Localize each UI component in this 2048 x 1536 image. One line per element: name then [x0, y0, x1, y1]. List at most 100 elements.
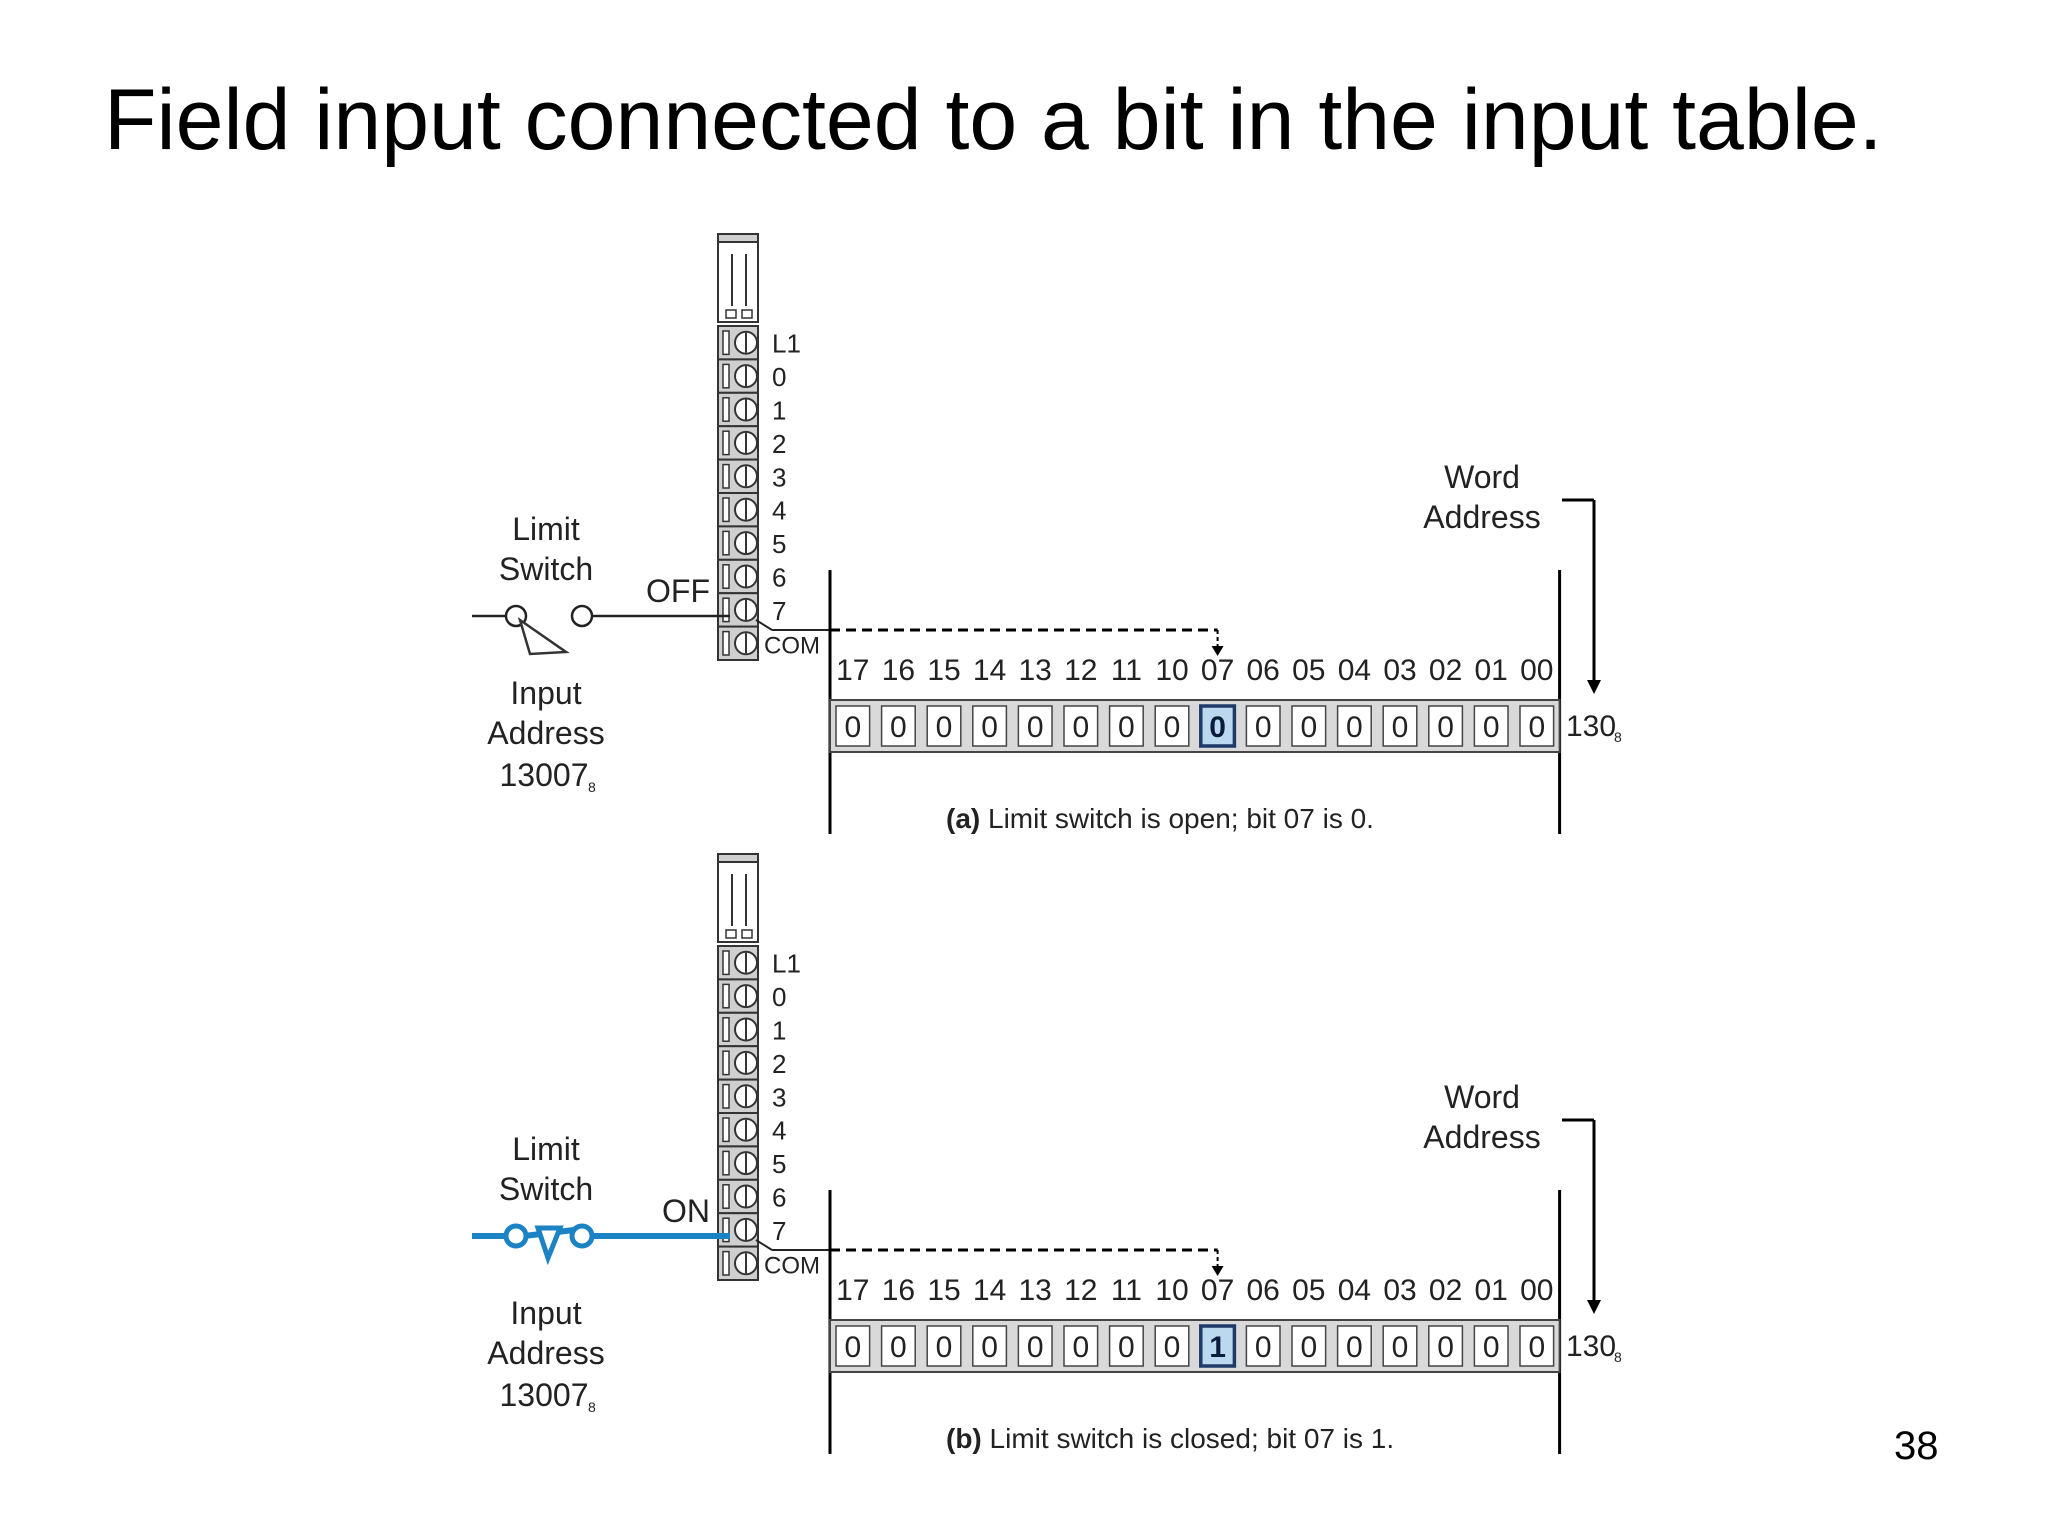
bit-number: 12 — [1064, 654, 1097, 687]
bit-cell — [1428, 1325, 1464, 1367]
bit-cell — [1291, 1325, 1327, 1367]
bit-number: 16 — [882, 654, 915, 687]
terminal-label-0: 0 — [772, 362, 786, 392]
bit-cell — [1336, 705, 1372, 747]
bit-connector-arrowhead — [1211, 1266, 1224, 1276]
terminal-link — [755, 619, 773, 631]
word-address-label: Word — [1444, 1079, 1520, 1115]
bit-number: 15 — [927, 654, 960, 687]
bit-cell — [880, 705, 916, 747]
terminal-label-4: 4 — [772, 496, 786, 526]
panel-a: L101234567COMOFFLimitSwitchInputAddress1… — [472, 233, 1622, 834]
bit-cell — [1108, 1325, 1144, 1367]
bit-value: 0 — [1346, 711, 1363, 744]
bit-cell — [835, 1325, 871, 1367]
bit-value: 0 — [1300, 1331, 1317, 1364]
bit-connector-arrowhead — [1211, 646, 1224, 656]
terminal-label-0: 0 — [772, 982, 786, 1012]
bit-number: 17 — [836, 654, 869, 687]
bit-value: 0 — [1392, 711, 1409, 744]
bit-value: 0 — [1164, 711, 1181, 744]
terminal-clamp — [722, 1017, 730, 1042]
panel-caption-prefix: (a) — [946, 803, 980, 834]
terminal-label-5: 5 — [772, 1149, 786, 1179]
bit-number: 04 — [1338, 654, 1371, 687]
bit-number: 15 — [927, 1274, 960, 1307]
page-number: 38 — [1894, 1424, 1939, 1468]
terminal-label-1: 1 — [772, 396, 786, 426]
terminal-clamp — [722, 363, 730, 389]
bit-number: 01 — [1475, 654, 1508, 687]
panel-b: L101234567COMONLimitSwitchInputAddress13… — [472, 853, 1622, 1454]
bit-cell — [1245, 1325, 1281, 1367]
terminal-label-6: 6 — [772, 563, 786, 593]
terminal-strip-notch — [725, 929, 737, 939]
terminal-strip-cap — [717, 233, 759, 243]
panel-caption-text: Limit switch is open; bit 07 is 0. — [980, 803, 1374, 834]
switch-contact-left — [503, 1223, 529, 1249]
bit-number: 02 — [1429, 1274, 1462, 1307]
terminal-strip-cap — [717, 853, 759, 863]
bit-cell — [1291, 705, 1327, 747]
bit-cell — [1382, 705, 1418, 747]
bit-cell — [926, 705, 962, 747]
limit-switch-label: Switch — [499, 1171, 593, 1207]
bit-number: 13 — [1019, 654, 1052, 687]
limit-switch-label: Switch — [499, 551, 593, 587]
word-address-label: Address — [1423, 1119, 1540, 1155]
bit-number: 06 — [1247, 654, 1280, 687]
panel-caption: (a) Limit switch is open; bit 07 is 0. — [946, 803, 1374, 834]
bit-value: 0 — [1164, 1331, 1181, 1364]
bit-number: 14 — [973, 1274, 1006, 1307]
terminal-clamp — [722, 1217, 730, 1243]
switch-state-label: ON — [662, 1193, 710, 1229]
terminal-clamp — [722, 1184, 730, 1209]
bit-value: 0 — [844, 1331, 861, 1364]
switch-actuator-icon — [517, 616, 570, 656]
bit-value: 0 — [1483, 1331, 1500, 1364]
bit-cell — [1519, 1325, 1555, 1367]
bit-number: 03 — [1383, 654, 1416, 687]
input-address-label: Address — [487, 715, 604, 751]
terminal-clamp — [722, 463, 730, 489]
input-address-base: 8 — [588, 1399, 596, 1415]
terminal-clamp — [722, 564, 730, 589]
bit-number: 13 — [1019, 1274, 1052, 1307]
bit-cell — [972, 705, 1008, 747]
bit-cell — [1428, 705, 1464, 747]
bit-value: 0 — [1255, 711, 1272, 744]
bit-number: 10 — [1155, 1274, 1188, 1307]
terminal-strip-notch — [741, 929, 753, 939]
word-address-base: 8 — [1614, 1349, 1622, 1365]
bit-cell — [926, 1325, 962, 1367]
terminal-label-7: 7 — [772, 1216, 786, 1246]
bit-cell — [1063, 1325, 1099, 1367]
terminal-clamp — [722, 630, 730, 656]
terminal-strip-notch — [741, 309, 753, 319]
terminal-label-4: 4 — [772, 1116, 786, 1146]
terminal-clamp — [722, 1050, 730, 1076]
switch-contact-right — [569, 1223, 595, 1249]
limit-switch-label: Limit — [512, 511, 580, 547]
terminal-clamp — [722, 1250, 730, 1276]
bit-cell — [1154, 705, 1190, 747]
terminal-link — [755, 1239, 773, 1251]
bit-value: 0 — [981, 711, 998, 744]
bit-value: 0 — [1209, 711, 1226, 744]
input-address-value: 13007 — [500, 1377, 589, 1413]
bit-value: 0 — [890, 711, 907, 744]
panel-caption: (b) Limit switch is closed; bit 07 is 1. — [946, 1423, 1394, 1454]
terminal-clamp — [722, 1150, 730, 1176]
bit-cell — [1336, 1325, 1372, 1367]
input-address-label: Input — [510, 1295, 581, 1331]
bit-cell — [1199, 1324, 1237, 1368]
switch-state-label: OFF — [646, 573, 710, 609]
terminal-clamp — [722, 597, 730, 623]
terminal-clamp — [722, 430, 730, 456]
input-address-label: Address — [487, 1335, 604, 1371]
switch-contact-right — [570, 604, 594, 628]
panel-caption-text: Limit switch is closed; bit 07 is 1. — [982, 1423, 1394, 1454]
terminal-label-5: 5 — [772, 529, 786, 559]
bit-number: 05 — [1292, 654, 1325, 687]
limit-switch-label: Limit — [512, 1131, 580, 1167]
